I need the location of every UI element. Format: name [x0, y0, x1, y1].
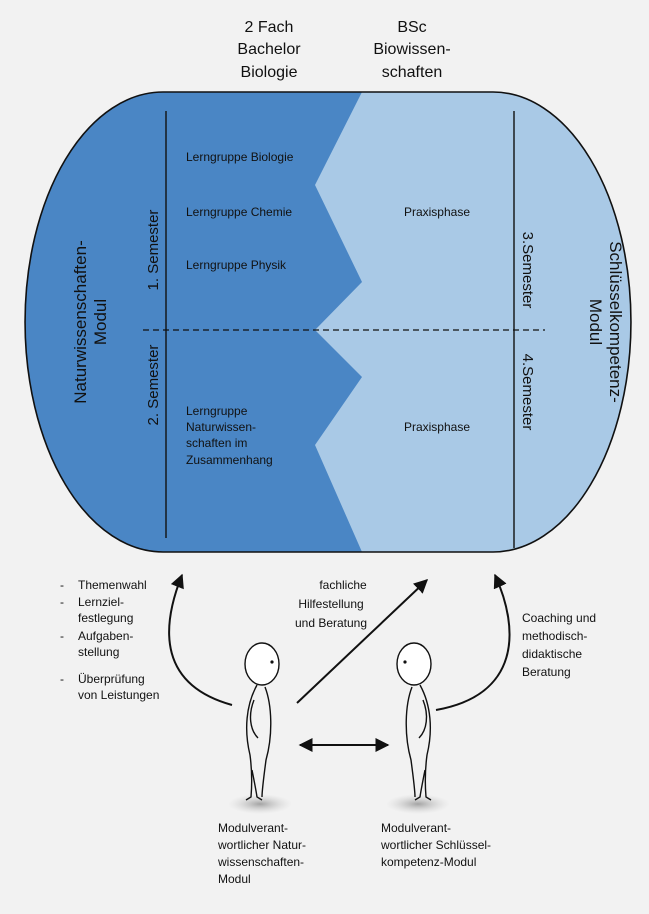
task-dash-4: - — [60, 629, 64, 643]
person-left-figure — [228, 642, 292, 814]
group-combined-line-2: Naturwissen- — [186, 420, 256, 434]
middle-support-line-1: fachliche — [319, 578, 367, 592]
task-text-4: Aufgaben- — [78, 629, 133, 643]
middle-support-text: fachliche Hilfestellung und Beratung — [295, 578, 367, 630]
header-left-line-3: Biologie — [241, 64, 298, 81]
dark-region — [25, 92, 362, 552]
praxis-phase-bottom: Praxisphase — [404, 420, 470, 434]
header-right-line-1: BSc — [397, 19, 426, 36]
header-right-line-2: Biowissen- — [373, 41, 450, 58]
arrow-right-curve — [435, 573, 511, 711]
person-right-caption-line-2: wortlicher Schlüssel- — [380, 838, 491, 852]
right-module-line-1: Schlüsselkompetenz- — [606, 241, 625, 403]
right-support-line-2: methodisch- — [522, 629, 587, 643]
right-support-line-4: Beratung — [522, 665, 571, 679]
person-right-caption-line-1: Modulverant- — [381, 821, 451, 835]
person-right-figure — [386, 642, 450, 814]
semester-3-label: 3.Semester — [519, 232, 536, 309]
task-text-7: von Leistungen — [78, 688, 159, 702]
person-left-caption-line-3: wissenschaften- — [217, 855, 304, 869]
header-left-line-2: Bachelor — [237, 41, 301, 58]
learning-group-bottom: Lerngruppe Naturwissen- schaften im Zusa… — [186, 404, 273, 467]
header-left: 2 Fach Bachelor Biologie — [237, 19, 301, 81]
task-text-3: festlegung — [78, 611, 133, 625]
person-left-caption-line-2: wortlicher Natur- — [217, 838, 306, 852]
person-left-caption-line-1: Modulverant- — [218, 821, 288, 835]
group-combined-line-3: schaften im — [186, 436, 247, 450]
person-left-head — [244, 642, 280, 686]
person-right-head — [396, 642, 432, 686]
header-left-line-1: 2 Fach — [245, 19, 294, 36]
person-right-body — [405, 684, 432, 801]
group-chemistry: Lerngruppe Chemie — [186, 205, 292, 219]
group-physics: Lerngruppe Physik — [186, 258, 287, 272]
semester-1-label: 1. Semester — [145, 210, 162, 291]
task-dash-6: - — [60, 672, 64, 686]
header-right: BSc Biowissen- schaften — [373, 19, 450, 81]
person-left-arm — [249, 699, 259, 739]
group-combined-line-4: Zusammenhang — [186, 453, 273, 467]
learning-groups-top: Lerngruppe Biologie Lerngruppe Chemie Le… — [186, 150, 294, 272]
group-biology: Lerngruppe Biologie — [186, 150, 294, 164]
person-right-caption-line-3: kompetenz-Modul — [381, 855, 476, 869]
praxis-phase-top: Praxisphase — [404, 205, 470, 219]
person-right-caption: Modulverant- wortlicher Schlüssel- kompe… — [380, 821, 491, 869]
task-text-6: Überprüfung — [78, 672, 145, 686]
header-right-line-3: schaften — [382, 64, 442, 81]
task-text-5: stellung — [78, 645, 119, 659]
right-module-line-2: Modul — [586, 299, 605, 345]
side-label-left: Naturwissenschaften- Modul — [71, 240, 110, 403]
arrows — [168, 573, 511, 752]
person-left-caption: Modulverant- wortlicher Natur- wissensch… — [217, 821, 306, 886]
person-right-arm — [418, 699, 428, 739]
middle-support-line-3: und Beratung — [295, 616, 367, 630]
person-left-caption-line-4: Modul — [218, 872, 251, 886]
semester-2-label: 2. Semester — [145, 345, 162, 426]
task-text-1: Themenwahl — [78, 578, 147, 592]
person-left-eye — [270, 660, 274, 664]
person-right-eye — [403, 660, 407, 664]
task-dash-2: - — [60, 595, 64, 609]
left-task-list: - Themenwahl - Lernziel- festlegung - Au… — [60, 578, 159, 702]
person-left-body — [245, 684, 272, 801]
right-support-text: Coaching und methodisch- didaktische Ber… — [522, 611, 596, 679]
oval-outline — [24, 91, 632, 553]
semester-labels: 1. Semester 2. Semester 3.Semester 4.Sem… — [145, 210, 536, 431]
right-support-line-1: Coaching und — [522, 611, 596, 625]
person-left-shadow — [228, 794, 292, 814]
semester-4-label: 4.Semester — [519, 354, 536, 431]
arrow-left-curve — [168, 573, 233, 706]
arrow-diagonal — [296, 579, 429, 704]
right-support-line-3: didaktische — [522, 647, 582, 661]
task-text-2: Lernziel- — [78, 595, 124, 609]
group-combined-line-1: Lerngruppe — [186, 404, 248, 418]
left-module-line-2: Modul — [91, 299, 110, 345]
person-right-shadow — [386, 794, 450, 814]
left-module-line-1: Naturwissenschaften- — [71, 240, 90, 403]
side-label-right: Schlüsselkompetenz- Modul — [586, 241, 625, 403]
middle-support-line-2: Hilfestellung — [298, 597, 363, 611]
task-dash-1: - — [60, 578, 64, 592]
program-oval — [24, 91, 632, 553]
